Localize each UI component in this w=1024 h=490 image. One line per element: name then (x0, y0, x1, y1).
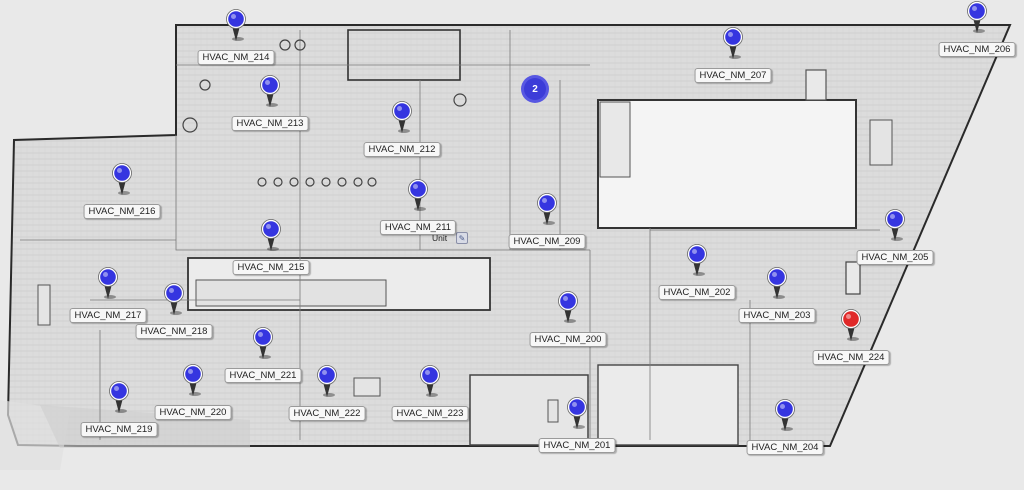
map-pin-icon[interactable] (110, 162, 134, 196)
marker-label[interactable]: HVAC_NM_221 (224, 368, 302, 383)
marker-label[interactable]: HVAC_NM_220 (154, 405, 232, 420)
marker-label[interactable]: HVAC_NM_223 (391, 406, 469, 421)
map-pin-icon[interactable] (565, 396, 589, 430)
map-pin-icon[interactable] (765, 266, 789, 300)
map-pin-icon[interactable] (883, 208, 907, 242)
unit-label: Unit (432, 233, 448, 243)
marker-label[interactable]: HVAC_NM_224 (812, 350, 890, 365)
map-pin-icon[interactable] (721, 26, 745, 60)
marker-label[interactable]: HVAC_NM_201 (538, 438, 616, 453)
map-pin-icon[interactable] (556, 290, 580, 324)
cluster-marker[interactable]: 2 (521, 75, 549, 103)
marker-label[interactable]: HVAC_NM_214 (197, 50, 275, 65)
map-pin-icon[interactable] (418, 364, 442, 398)
map-pin-icon[interactable] (773, 398, 797, 432)
marker-label[interactable]: HVAC_NM_211 (379, 220, 457, 235)
marker-label[interactable]: HVAC_NM_215 (232, 260, 310, 275)
marker-label[interactable]: HVAC_NM_202 (658, 285, 736, 300)
large-room (597, 99, 857, 229)
marker-label[interactable]: HVAC_NM_206 (938, 42, 1016, 57)
map-pin-icon[interactable] (107, 380, 131, 414)
map-pin-icon[interactable] (965, 0, 989, 34)
map-pin-icon[interactable] (390, 100, 414, 134)
marker-label[interactable]: HVAC_NM_216 (83, 204, 161, 219)
marker-label[interactable]: HVAC_NM_213 (231, 116, 309, 131)
marker-label[interactable]: HVAC_NM_205 (856, 250, 934, 265)
marker-label[interactable]: HVAC_NM_204 (746, 440, 824, 455)
map-pin-icon[interactable] (839, 308, 863, 342)
marker-label[interactable]: HVAC_NM_217 (69, 308, 147, 323)
map-pin-icon[interactable] (181, 363, 205, 397)
map-pin-icon[interactable] (535, 192, 559, 226)
marker-label[interactable]: HVAC_NM_207 (694, 68, 772, 83)
marker-label[interactable]: HVAC_NM_203 (738, 308, 816, 323)
map-pin-icon[interactable] (406, 178, 430, 212)
marker-label[interactable]: HVAC_NM_222 (288, 406, 366, 421)
map-pin-icon[interactable] (96, 266, 120, 300)
map-pin-icon[interactable] (224, 8, 248, 42)
wrench-icon[interactable]: ✎ (456, 232, 468, 244)
marker-label[interactable]: HVAC_NM_218 (135, 324, 213, 339)
marker-label[interactable]: HVAC_NM_212 (363, 142, 441, 157)
map-pin-icon[interactable] (251, 326, 275, 360)
marker-label[interactable]: HVAC_NM_200 (529, 332, 607, 347)
map-pin-icon[interactable] (162, 282, 186, 316)
map-pin-icon[interactable] (315, 364, 339, 398)
marker-label[interactable]: HVAC_NM_209 (508, 234, 586, 249)
map-pin-icon[interactable] (258, 74, 282, 108)
cluster-count: 2 (532, 83, 538, 95)
marker-label[interactable]: HVAC_NM_219 (80, 422, 158, 437)
map-pin-icon[interactable] (685, 243, 709, 277)
map-pin-icon[interactable] (259, 218, 283, 252)
